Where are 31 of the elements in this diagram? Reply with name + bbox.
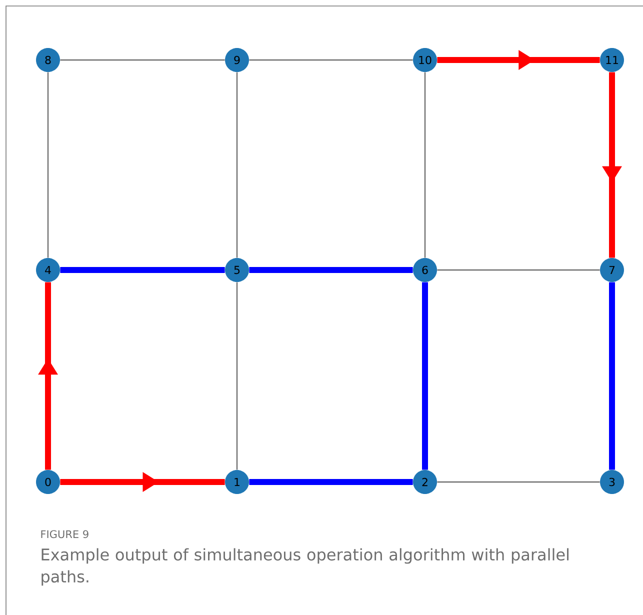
edge (424, 72, 426, 258)
edge (236, 72, 238, 258)
edge (249, 479, 413, 485)
edge (249, 59, 413, 61)
edge (60, 472, 225, 492)
graph-node: 8 (36, 48, 60, 72)
graph-node: 7 (600, 258, 624, 282)
caption: Example output of simultaneous operation algorithm with parallel paths. (42, 548, 568, 586)
graph-node: 5 (225, 258, 249, 282)
figure-label: FIGURE 9 (41, 530, 88, 538)
graph-node: 6 (413, 258, 437, 282)
graph-node: 1 (225, 470, 249, 494)
graph-node: 2 (413, 470, 437, 494)
edge (437, 481, 600, 483)
edge (47, 72, 49, 258)
graph-node: 11 (600, 48, 624, 72)
graph-node: 10 (413, 48, 437, 72)
edge (38, 282, 58, 470)
edge (437, 50, 600, 70)
edge (437, 269, 600, 271)
edge (602, 72, 622, 258)
edge (60, 59, 225, 61)
edge (422, 282, 428, 470)
edge (236, 282, 238, 470)
edge (609, 282, 615, 470)
graph-node: 3 (600, 470, 624, 494)
graph-node: 9 (225, 48, 249, 72)
edge (60, 267, 225, 273)
graph-node: 4 (36, 258, 60, 282)
edge (249, 267, 413, 273)
graph-node: 0 (36, 470, 60, 494)
